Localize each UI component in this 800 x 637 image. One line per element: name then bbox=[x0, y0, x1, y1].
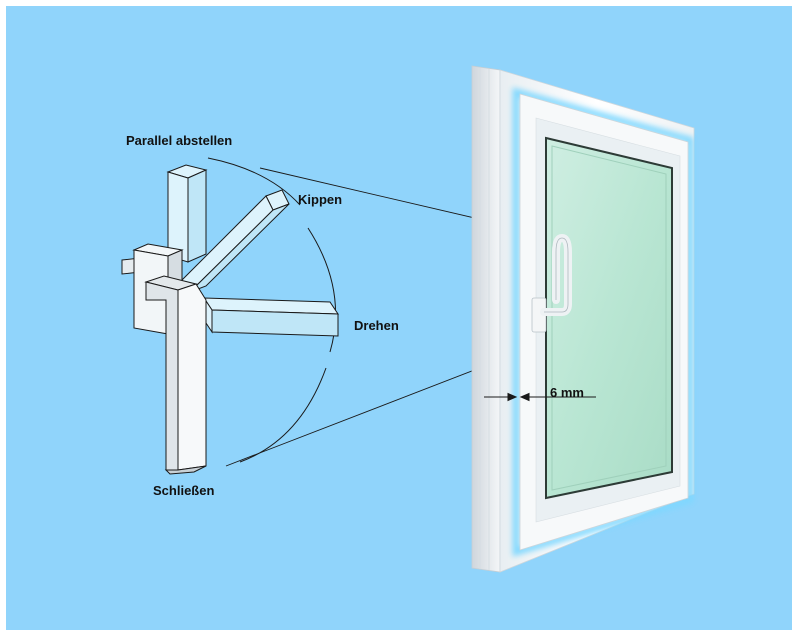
bar-parallel bbox=[166, 164, 208, 263]
arc-upper bbox=[207, 157, 301, 206]
window bbox=[471, 65, 695, 573]
handle-positions-schematic bbox=[121, 157, 339, 475]
arc-middle bbox=[307, 227, 337, 353]
window-handle-icon bbox=[531, 233, 572, 333]
bar-turn bbox=[203, 296, 339, 337]
gap-dimension bbox=[484, 392, 596, 402]
bar-tilt bbox=[181, 189, 290, 293]
glass-pane bbox=[545, 136, 673, 500]
frame-side bbox=[471, 65, 501, 573]
label-turn: Drehen bbox=[354, 318, 399, 333]
bar-close bbox=[144, 275, 207, 475]
gap-label: 6 mm bbox=[550, 385, 584, 400]
arc-lower bbox=[239, 367, 327, 463]
seal-glow bbox=[512, 87, 694, 557]
label-tilt: Kippen bbox=[298, 192, 343, 207]
label-close: Schließen bbox=[153, 483, 215, 498]
label-parallel: Parallel abstellen bbox=[126, 133, 233, 148]
